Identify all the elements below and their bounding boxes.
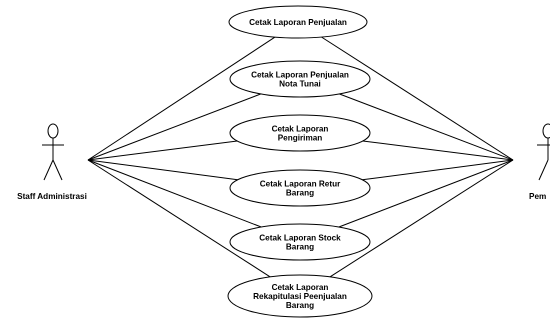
use-case-label: Cetak Laporan Retur xyxy=(260,180,341,189)
use-case-label: Cetak Laporan Penjualan xyxy=(251,71,349,80)
association-line-pem-uc4 xyxy=(362,159,514,181)
association-line-pem-uc6 xyxy=(329,159,514,278)
actor-head xyxy=(542,123,550,139)
association-line-pem-uc5 xyxy=(338,159,514,228)
association-line-pem-uc1 xyxy=(321,36,514,161)
use-case-ellipse xyxy=(228,5,368,39)
association-line-staff-uc5 xyxy=(87,159,262,228)
use-case-ellipse xyxy=(227,274,373,318)
use-case-label: Nota Tunai xyxy=(279,80,321,89)
actor-left-leg xyxy=(43,159,54,181)
actor-label-staff: Staff Administrasi xyxy=(17,192,87,201)
actor-label-pem: Pem xyxy=(529,192,546,201)
use-case-ellipse xyxy=(229,169,371,207)
use-case-label: Cetak Laporan Penjualan xyxy=(249,18,347,27)
actor-left-leg xyxy=(538,159,549,181)
actor-right-leg xyxy=(52,159,63,181)
use-case-label: Cetak Laporan xyxy=(272,125,329,134)
association-line-pem-uc3 xyxy=(362,140,514,161)
association-line-staff-uc4 xyxy=(87,159,238,181)
use-case-label: Cetak Laporan xyxy=(272,283,329,292)
use-case-ellipse xyxy=(229,223,371,261)
associations xyxy=(87,36,514,278)
use-case-label: Cetak Laporan Stock xyxy=(259,234,341,243)
use-case-ellipse xyxy=(229,60,371,98)
association-line-staff-uc1 xyxy=(87,36,276,161)
use-case-ellipse xyxy=(229,114,371,152)
association-line-staff-uc3 xyxy=(87,140,238,161)
use-case-label: Pengiriman xyxy=(278,134,323,143)
actor-staff-administrasi xyxy=(42,123,64,181)
use-case-uc1: Cetak Laporan Penjualan xyxy=(228,5,368,39)
association-line-pem-uc2 xyxy=(339,93,514,161)
use-case-label: Rekapitulasi Peenjualan xyxy=(253,292,347,301)
association-line-staff-uc6 xyxy=(87,159,271,278)
association-line-staff-uc2 xyxy=(87,93,262,161)
actor-head xyxy=(47,123,59,139)
use-case-label: Barang xyxy=(286,243,314,252)
use-case-label: Barang xyxy=(286,301,314,310)
use-case-label: Barang xyxy=(286,189,314,198)
actor-pem xyxy=(537,123,550,181)
